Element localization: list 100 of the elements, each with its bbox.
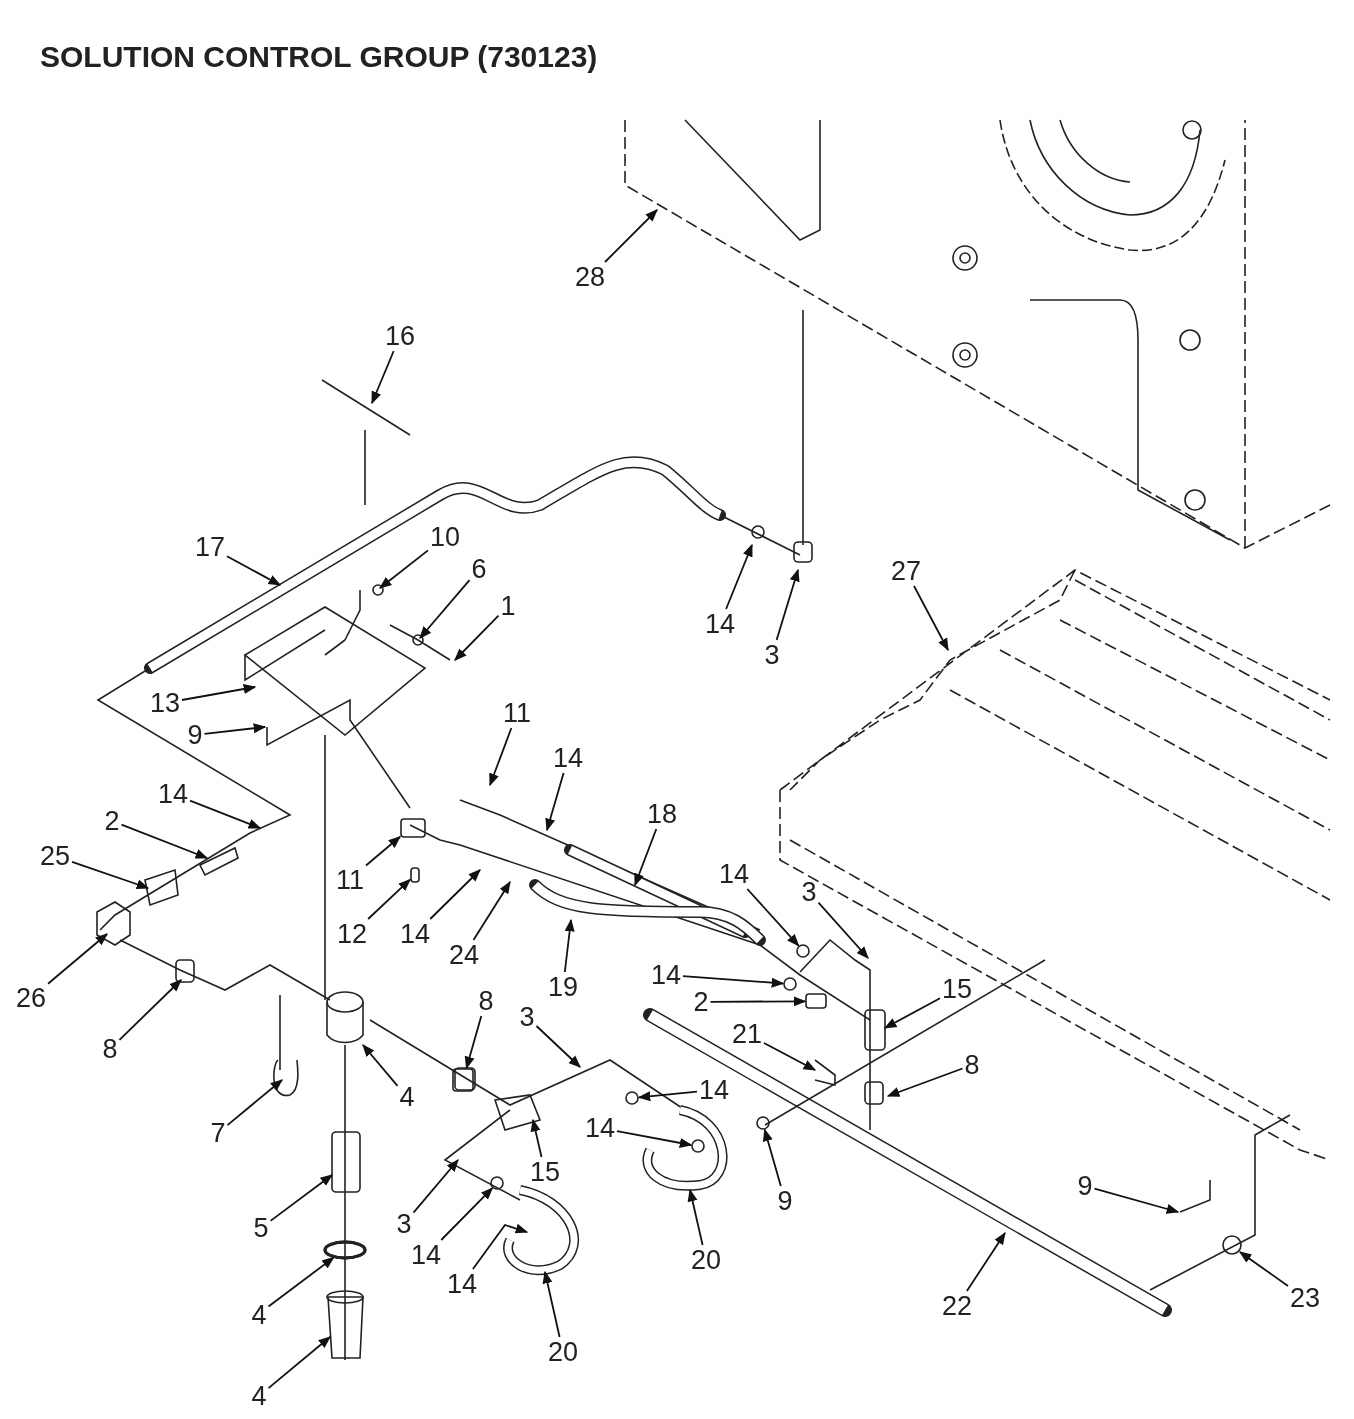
clamp-part <box>796 944 810 958</box>
callout-number: 3 <box>801 878 817 906</box>
fitting-part <box>452 1068 474 1092</box>
callout-number: 27 <box>891 557 921 585</box>
fitting-part <box>805 993 827 1009</box>
leader-line <box>181 684 257 701</box>
leader-line <box>120 823 209 859</box>
o-ring-part <box>323 1240 367 1260</box>
leader-line <box>1238 1251 1289 1287</box>
leader-line <box>746 888 800 947</box>
leader-line <box>763 1128 782 1187</box>
leader-line <box>563 918 575 973</box>
callout-number: 22 <box>942 1292 972 1320</box>
callout-number: 13 <box>150 689 180 717</box>
callout-number: 26 <box>16 984 46 1012</box>
leader-line <box>71 861 150 890</box>
callout-number: 4 <box>399 1083 415 1111</box>
leader-line <box>440 1187 494 1241</box>
leader-line <box>269 1174 333 1222</box>
callout-number: 5 <box>253 1214 269 1242</box>
leader-line <box>687 1188 704 1246</box>
callout-number: 19 <box>548 973 578 1001</box>
leader-line <box>763 1042 817 1071</box>
fitting-part <box>410 867 420 883</box>
leader-line <box>472 880 511 941</box>
leader-line <box>189 799 262 829</box>
callout-number: 3 <box>764 641 780 669</box>
leader-line <box>604 209 658 263</box>
callout-number: 2 <box>693 988 709 1016</box>
clamp-part <box>783 977 797 991</box>
callout-number: 14 <box>400 920 430 948</box>
callout-number: 10 <box>430 523 460 551</box>
clamp-part <box>490 1176 504 1190</box>
callout-number: 25 <box>40 842 70 870</box>
leader-line <box>489 727 513 787</box>
callout-number: 18 <box>647 800 677 828</box>
leader-line <box>542 1270 561 1338</box>
leader-line <box>379 549 429 589</box>
leader-line <box>365 835 401 867</box>
leader-line <box>118 979 182 1041</box>
leader-line <box>775 568 800 641</box>
callout-number: 16 <box>385 322 415 350</box>
callout-number: 14 <box>705 610 735 638</box>
callout-number: 9 <box>777 1187 793 1215</box>
callout-number: 24 <box>449 941 479 969</box>
callout-number: 9 <box>187 721 203 749</box>
leader-line <box>367 878 411 920</box>
leader-line <box>817 901 869 959</box>
clamp-part <box>691 1139 705 1153</box>
callout-number: 23 <box>1290 1284 1320 1312</box>
callout-number: 14 <box>158 780 188 808</box>
callout-number: 6 <box>471 555 487 583</box>
clamp-part <box>756 1116 770 1130</box>
leader-line <box>419 579 471 639</box>
callout-number: 12 <box>337 920 367 948</box>
leader-line <box>966 1231 1006 1292</box>
leader-line <box>267 1256 335 1308</box>
leader-line <box>226 1079 283 1126</box>
callout-number: 14 <box>651 961 681 989</box>
callout-number: 11 <box>503 699 531 727</box>
callout-number: 1 <box>500 592 516 620</box>
callout-number: 14 <box>447 1270 477 1298</box>
callout-number: 2 <box>104 807 120 835</box>
callout-number: 17 <box>195 533 225 561</box>
fitting-part <box>400 818 426 838</box>
callout-number: 14 <box>553 744 583 772</box>
leader-line <box>472 1223 529 1270</box>
callout-number: 7 <box>210 1119 226 1147</box>
callout-number: 9 <box>1077 1172 1093 1200</box>
callout-number: 14 <box>411 1241 441 1269</box>
callout-number: 14 <box>585 1114 615 1142</box>
callout-number: 8 <box>964 1051 980 1079</box>
leader-line <box>545 772 565 832</box>
leader-line <box>535 1025 581 1068</box>
callout-number: 21 <box>732 1020 762 1048</box>
leader-line <box>883 997 941 1029</box>
leader-line <box>412 1159 459 1214</box>
leader-line <box>637 1090 698 1102</box>
callout-number: 15 <box>530 1158 560 1186</box>
callout-number: 20 <box>548 1338 578 1366</box>
leader-line <box>371 350 395 405</box>
callout-number: 14 <box>699 1076 729 1104</box>
leader-line <box>454 614 500 661</box>
leader-line <box>1093 1187 1180 1214</box>
leader-line <box>886 1067 964 1097</box>
leader-line <box>709 996 807 1007</box>
callout-number: 20 <box>691 1246 721 1274</box>
callout-number: 8 <box>478 987 494 1015</box>
leader-line <box>634 828 658 887</box>
leader-line <box>616 1130 693 1148</box>
callout-number: 8 <box>102 1035 118 1063</box>
leader-line <box>267 1336 331 1389</box>
callout-number: 3 <box>519 1003 535 1031</box>
callout-number: 14 <box>719 860 749 888</box>
clamp-part <box>625 1091 639 1105</box>
diagram-title: SOLUTION CONTROL GROUP (730123) <box>40 40 598 74</box>
leader-line <box>725 543 753 610</box>
callout-number: 4 <box>251 1382 267 1410</box>
leader-line <box>464 1015 483 1070</box>
leader-line <box>913 585 949 652</box>
